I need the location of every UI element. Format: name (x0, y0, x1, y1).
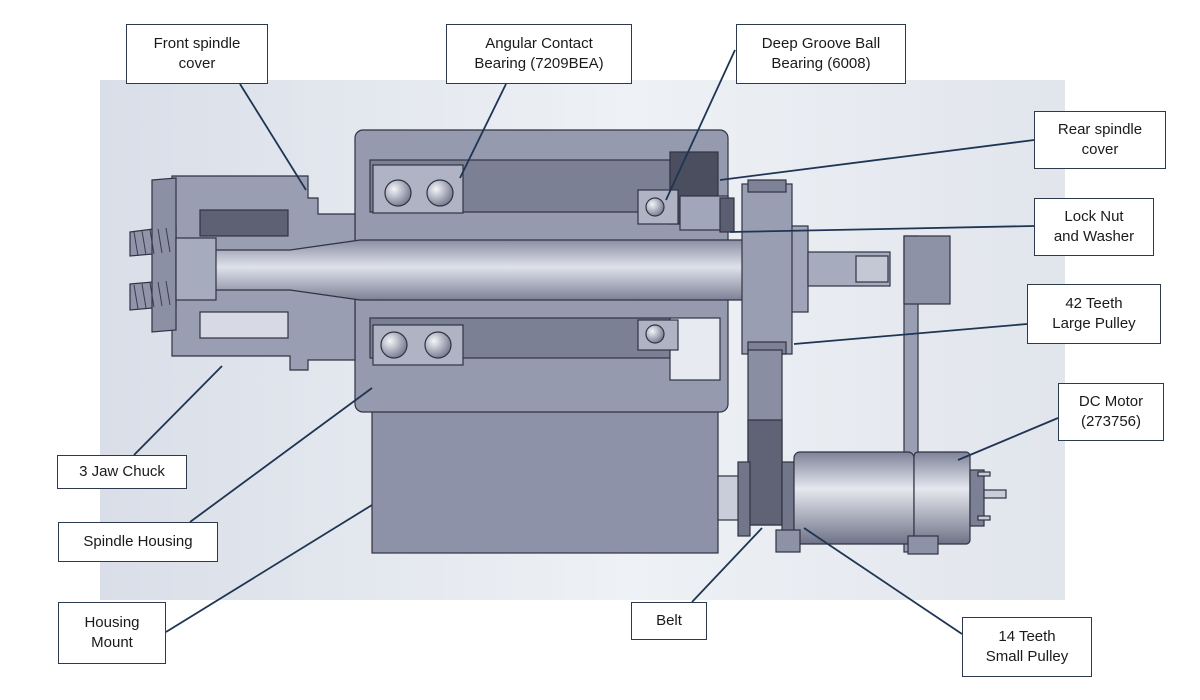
motor-bracket-foot (907, 535, 939, 555)
motor-bracket-top (903, 235, 951, 305)
label-small-pulley: 14 Teeth Small Pulley (962, 617, 1092, 677)
label-front-spindle-cover: Front spindle cover (126, 24, 268, 84)
label-housing-mount: Housing Mount (58, 602, 166, 664)
front-cover-recess (199, 209, 289, 237)
label-lock-nut-and-washer: Lock Nut and Washer (1034, 198, 1154, 256)
label-angular-contact-bearing: Angular Contact Bearing (7209BEA) (446, 24, 632, 84)
front-cover-recess-lower (199, 311, 289, 339)
housing-mount (371, 404, 719, 554)
leader-belt (691, 527, 763, 603)
label-dc-motor: DC Motor (273756) (1058, 383, 1164, 441)
leader-spindle-housing (189, 387, 373, 523)
leader-front-spindle-cover (239, 83, 307, 191)
angular-contact-bearing (372, 164, 464, 366)
small-pulley-foot (775, 529, 801, 553)
leader-rear-spindle-cover (719, 139, 1035, 181)
dc-motor (793, 451, 1007, 545)
leader-three-jaw-chuck (133, 365, 223, 456)
leader-angular-contact-bearing (459, 83, 507, 179)
label-rear-spindle-cover: Rear spindle cover (1034, 111, 1166, 169)
leader-small-pulley (803, 527, 963, 635)
spindle-shaft-key (855, 255, 889, 283)
leader-deep-groove-ball-bearing (665, 49, 736, 201)
leader-lines (133, 49, 1059, 635)
label-deep-groove-ball-bearing: Deep Groove Ball Bearing (6008) (736, 24, 906, 84)
label-three-jaw-chuck: 3 Jaw Chuck (57, 455, 187, 489)
leader-housing-mount (165, 504, 373, 633)
large-pulley (741, 179, 793, 355)
leader-dc-motor (957, 417, 1059, 461)
deep-groove-ball-bearing (637, 189, 679, 351)
label-spindle-housing: Spindle Housing (58, 522, 218, 562)
belt-lower-span (747, 419, 783, 526)
lock-nut-and-washer (719, 197, 735, 233)
label-large-pulley: 42 Teeth Large Pulley (1027, 284, 1161, 344)
label-belt: Belt (631, 602, 707, 640)
spindle-shaft-front-collar (175, 237, 217, 301)
leader-lock-nut-and-washer (729, 225, 1035, 233)
three-jaw-chuck (129, 177, 177, 333)
leader-large-pulley (793, 323, 1028, 345)
small-pulley (717, 461, 795, 537)
